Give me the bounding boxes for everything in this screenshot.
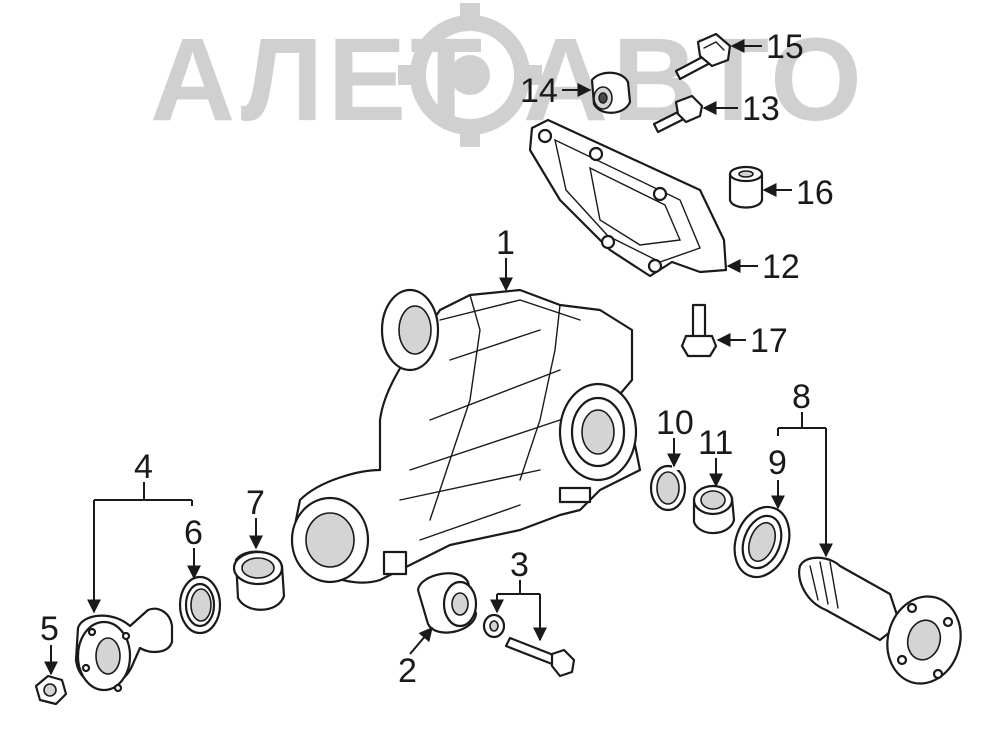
callout-16: 16	[796, 174, 834, 212]
part-7-bearing-race	[232, 550, 286, 611]
callout-8: 8	[792, 378, 811, 416]
callout-14: 14	[520, 72, 558, 110]
leader-lines	[44, 39, 833, 676]
part-16-spacer	[728, 165, 764, 209]
part-17-bolt	[680, 303, 718, 358]
callout-12: 12	[762, 248, 800, 286]
callout-15: 15	[766, 28, 804, 66]
callout-2: 2	[398, 652, 417, 690]
part-10-snap-ring	[649, 464, 687, 512]
part-13-bolt	[652, 94, 704, 134]
part-2-rubber-mount	[416, 572, 478, 634]
callout-11: 11	[698, 424, 733, 462]
callout-7: 7	[246, 484, 265, 522]
callout-6: 6	[184, 514, 203, 552]
part-4-output-flange	[74, 607, 174, 693]
part-6-seal	[178, 575, 222, 635]
part-12-mount-bracket	[528, 118, 728, 278]
callout-3: 3	[510, 546, 529, 584]
part-3-bolt-washer	[482, 613, 576, 678]
part-5-nut	[34, 674, 68, 706]
callout-5: 5	[40, 610, 59, 648]
part-11-bearing	[692, 484, 736, 535]
watermark: АЛЕТ АВТО	[150, 3, 862, 147]
watermark-gear-icon	[398, 3, 542, 147]
part-15-bolt	[674, 32, 732, 81]
callout-9: 9	[768, 444, 787, 482]
part-1-differential-housing	[290, 288, 642, 584]
callout-1: 1	[496, 224, 515, 262]
part-14-bushing	[590, 71, 632, 114]
part-8-stub-shaft	[798, 556, 962, 685]
callout-4: 4	[134, 448, 153, 486]
callout-labels: 1 2 3 4 5 6 7 8 9 10 11 12 13 14 15 16 1…	[40, 28, 834, 690]
leader-2	[409, 626, 433, 655]
callout-13: 13	[742, 90, 780, 128]
part-9-seal	[733, 505, 791, 579]
callout-17: 17	[750, 322, 788, 360]
callout-10: 10	[656, 404, 694, 442]
